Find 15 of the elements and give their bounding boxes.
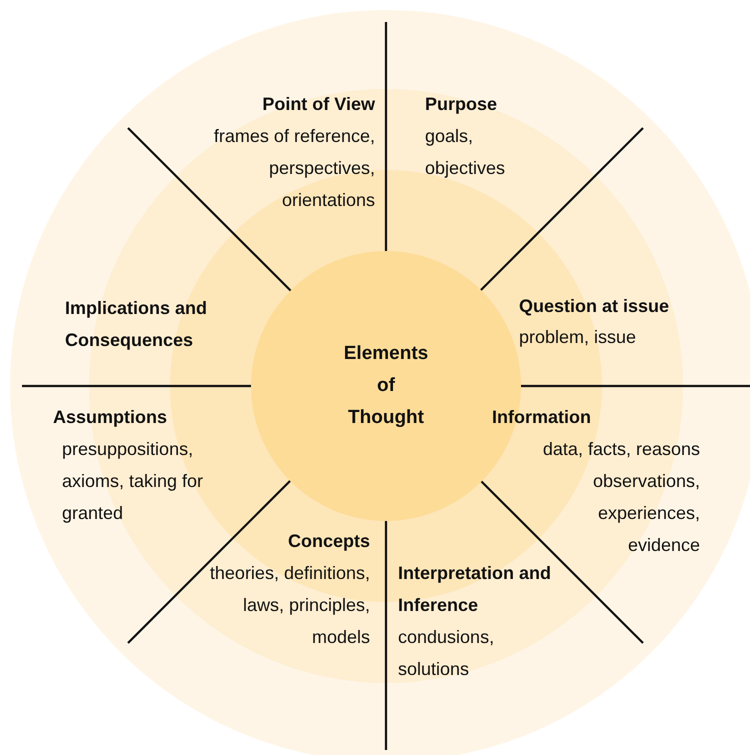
element-description: problem, issue [519,326,638,349]
element-heading: Information [492,406,592,429]
element-heading: Concepts [286,530,370,553]
element-description: theories, definitions, laws, principles, models [208,562,370,649]
element-heading: Assumptions [53,406,168,429]
element-heading: Implications and Consequences [65,297,208,352]
center-title: Elements of Thought [342,342,430,430]
element-description: goals, objectives [425,125,506,180]
element-description: frames of reference, perspectives, orientations [212,125,375,212]
element-heading: Purpose [425,93,498,116]
element-description: data, facts, reasons observations, experiences, evidence [542,438,700,557]
element-heading: Point of View [261,93,375,116]
element-description: presuppositions, axioms, taking for granted [62,438,204,525]
element-description: condusions, solutions [398,626,496,681]
element-heading: Question at issue [519,295,670,318]
